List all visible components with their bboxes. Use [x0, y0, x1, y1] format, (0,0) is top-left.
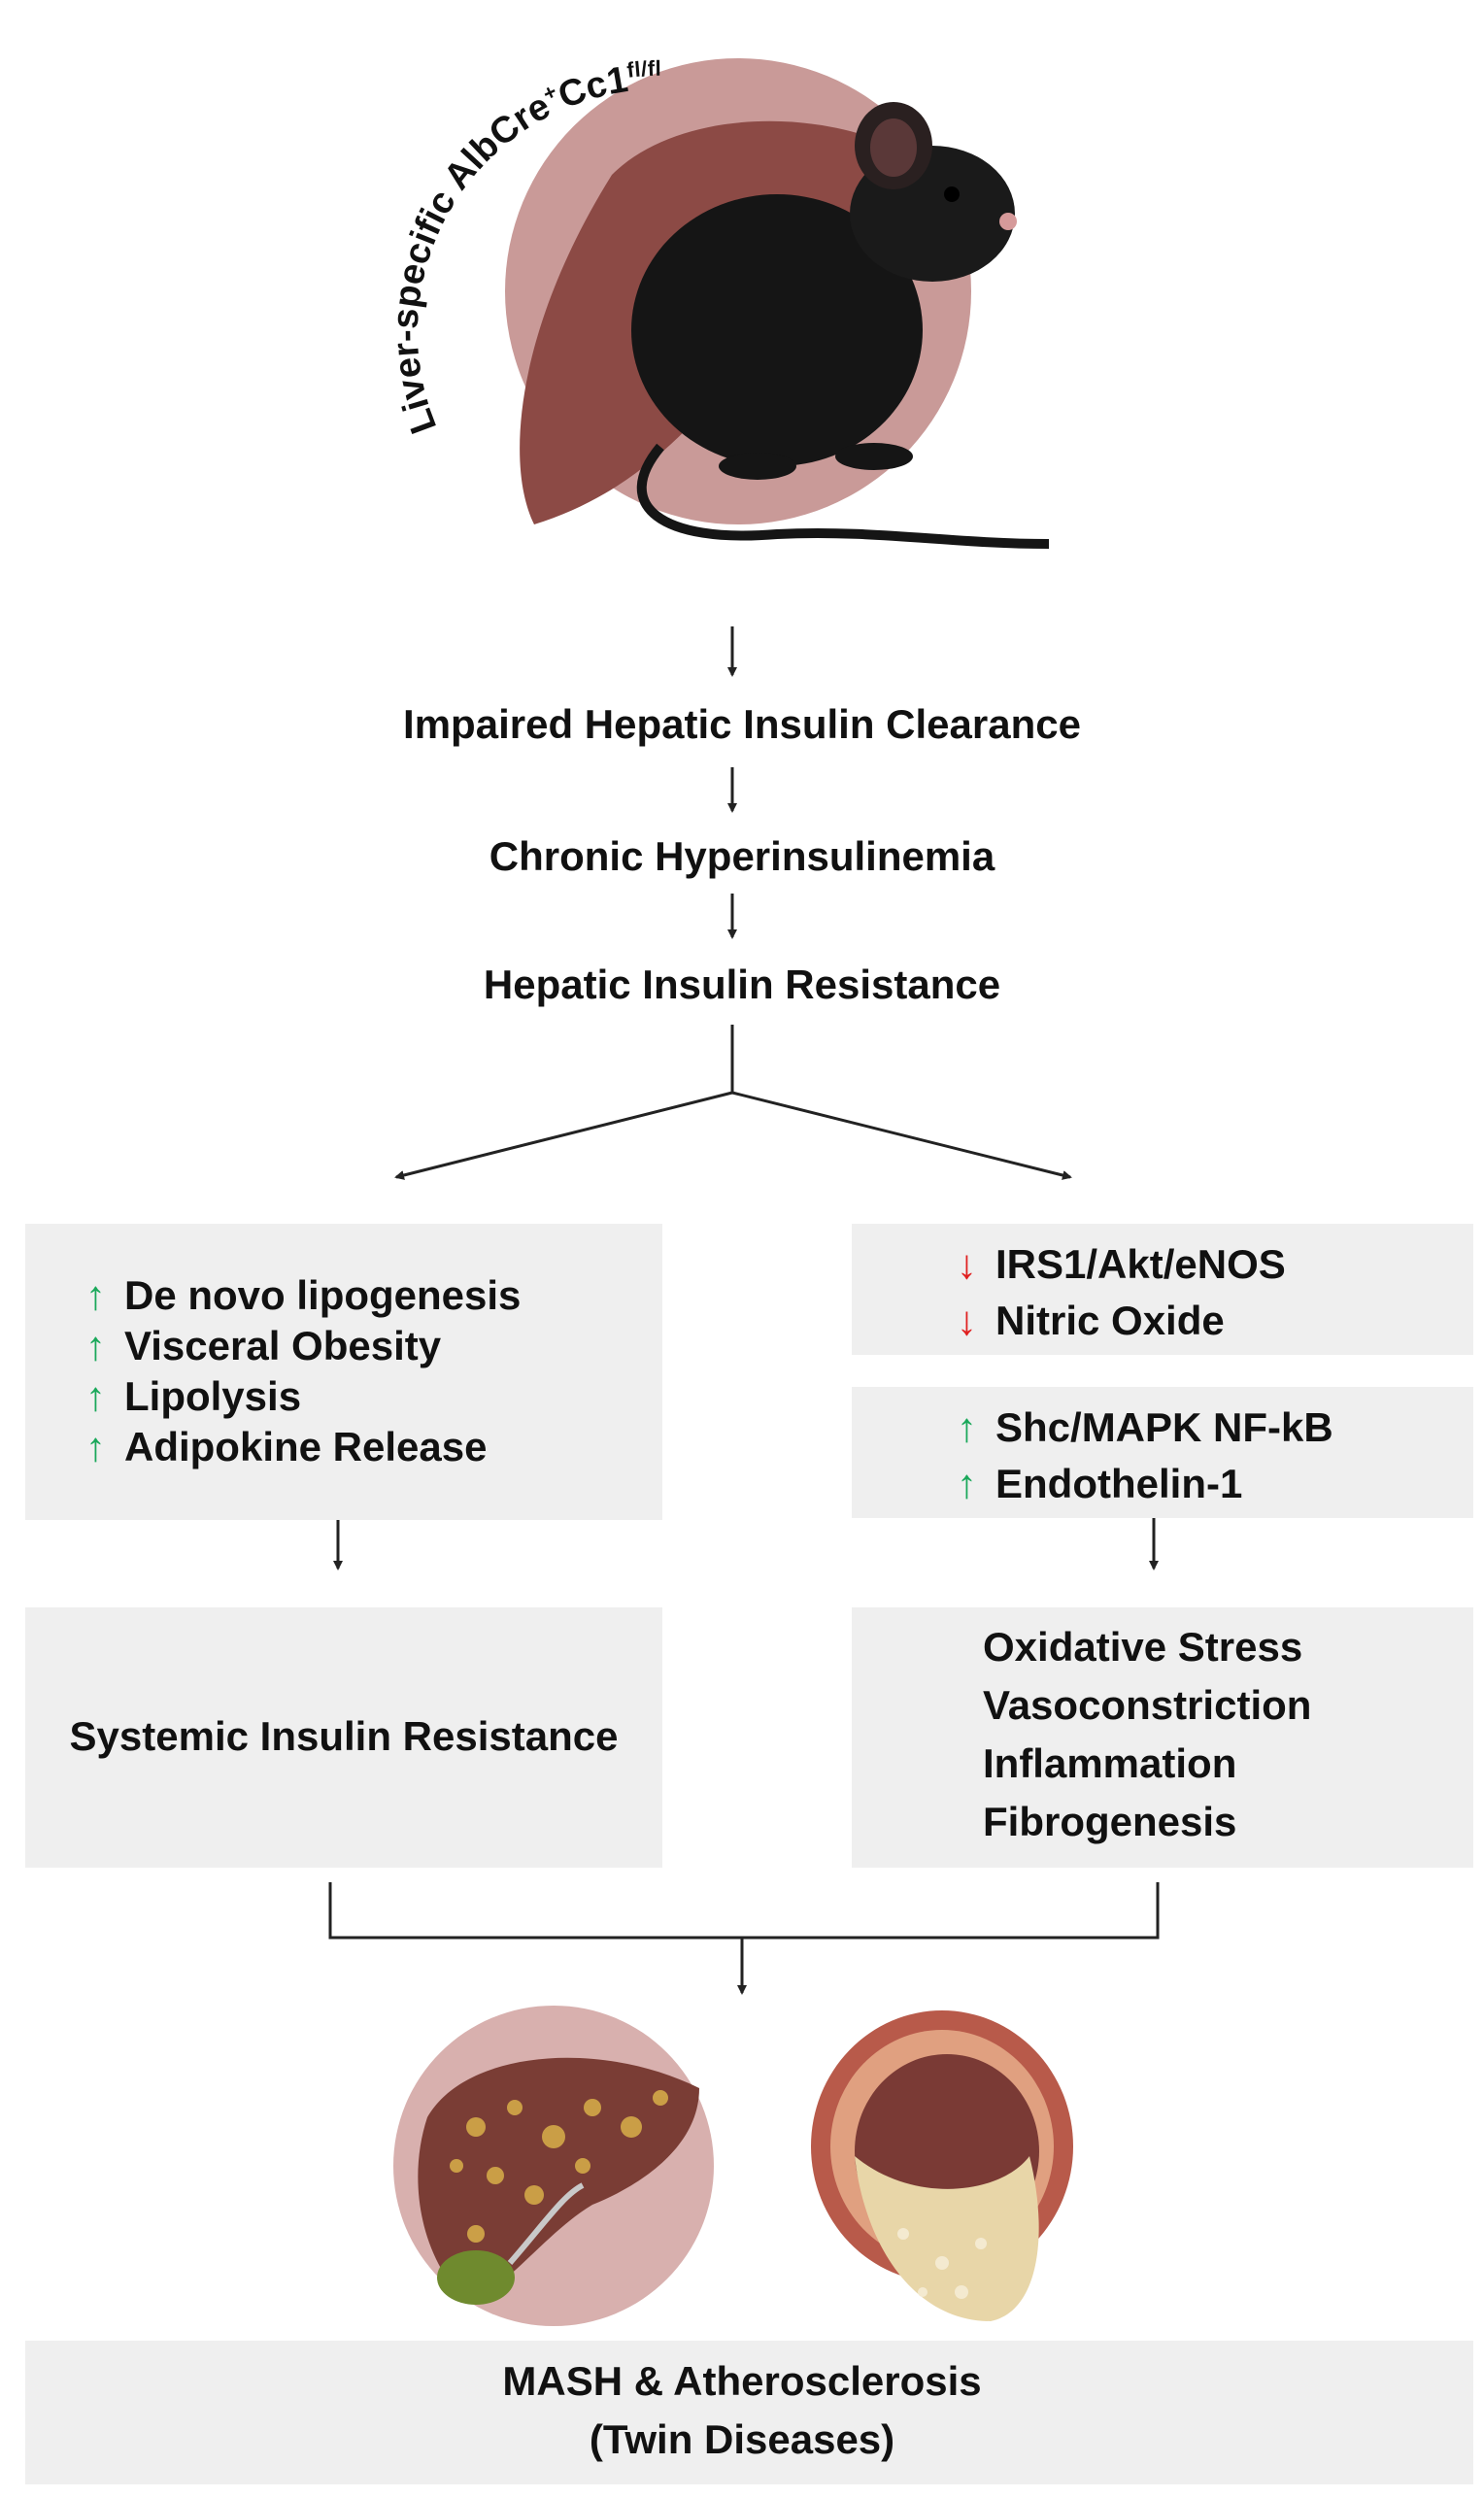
mouse-nose [999, 213, 1017, 230]
left-item-3: ↑Lipolysis [85, 1373, 302, 1419]
left-item-4: ↑Adipokine Release [85, 1424, 488, 1469]
mouse-liver-illustration [369, 39, 1107, 583]
right-top-box [852, 1224, 1473, 1355]
svg-text:Liver-specific AlbCre+Cc1fl/fl: Liver-specific AlbCre+Cc1fl/fl [386, 56, 661, 439]
up-arrow-icon: ↑ [957, 1404, 977, 1450]
right-top-item-1: ↓IRS1/Akt/eNOS [957, 1241, 1286, 1287]
final-line-2: (Twin Diseases) [589, 2416, 895, 2462]
up-arrow-icon: ↑ [85, 1373, 106, 1419]
artery-plaque-illustration [796, 2001, 1088, 2331]
up-arrow-icon: ↑ [85, 1272, 106, 1318]
right-outcome-box [852, 1607, 1473, 1868]
right-mid-item-2: ↑Endothelin-1 [957, 1461, 1243, 1506]
fatty-liver-illustration [388, 2001, 719, 2331]
left-effects-box [25, 1224, 662, 1520]
step-hyperinsulinemia: Chronic Hyperinsulinemia [489, 833, 995, 879]
right-outcome-item-3: Inflammation [983, 1740, 1237, 1786]
mouse-strain-label: Liver-specific AlbCre+Cc1fl/fl [369, 39, 1107, 583]
up-arrow-icon: ↑ [957, 1461, 977, 1506]
right-mid-item-1: ↑Shc/MAPK NF-kB [957, 1404, 1333, 1450]
right-mid-box [852, 1387, 1473, 1518]
right-outcome-item-2: Vasoconstriction [983, 1682, 1312, 1728]
mouse-tail [636, 443, 1050, 549]
mouse-eye [944, 186, 960, 202]
right-outcome-item-4: Fibrogenesis [983, 1799, 1237, 1844]
up-arrow-icon: ↑ [85, 1424, 106, 1469]
left-outcome-box [25, 1607, 662, 1868]
step-hepatic-resistance: Hepatic Insulin Resistance [483, 962, 1001, 1007]
right-top-item-2: ↓Nitric Oxide [957, 1298, 1225, 1343]
final-line-1: MASH & Atherosclerosis [502, 2358, 982, 2404]
up-arrow-icon: ↑ [85, 1323, 106, 1368]
left-outcome-text: Systemic Insulin Resistance [69, 1713, 619, 1759]
right-outcome-item-1: Oxidative Stress [983, 1624, 1303, 1670]
down-arrow-icon: ↓ [957, 1298, 977, 1343]
mouse-body [631, 194, 923, 466]
strain-sup2: fl/fl [625, 56, 661, 83]
down-arrow-icon: ↓ [957, 1241, 977, 1287]
left-item-1: ↑De novo lipogenesis [85, 1272, 522, 1318]
arrow-split-left [394, 1091, 733, 1180]
step-impaired-clearance: Impaired Hepatic Insulin Clearance [403, 701, 1081, 747]
left-item-2: ↑Visceral Obesity [85, 1323, 442, 1368]
strain-gene: Cc1 [553, 59, 630, 117]
final-outcome-box [25, 2341, 1473, 2484]
bracket-merge [328, 1882, 1160, 1940]
strain-main-text: Liver-specific AlbCre [386, 85, 557, 438]
arrow-split-right [731, 1091, 1072, 1180]
